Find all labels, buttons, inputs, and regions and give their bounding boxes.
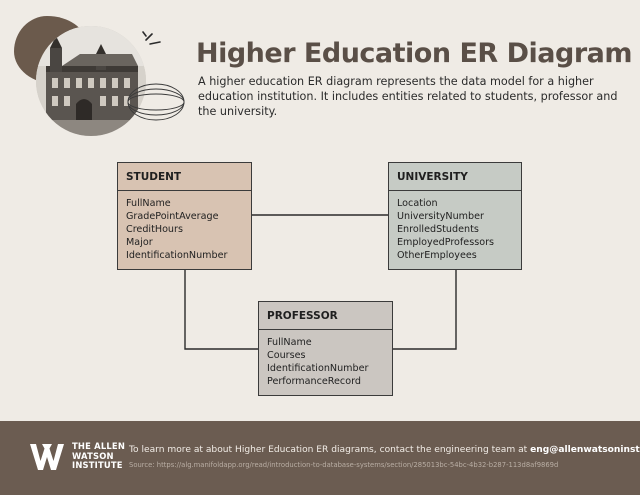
ring-lines-decoration — [127, 83, 185, 121]
contact-text: To learn more at about Higher Education … — [129, 445, 531, 455]
entity-student-name: STUDENT — [118, 163, 251, 191]
student-attribute: CreditHours — [126, 224, 183, 235]
student-attribute: Major — [126, 237, 153, 248]
university-attribute: OtherEmployees — [397, 250, 477, 261]
relationship-professor-university — [393, 270, 457, 350]
contact-email-link[interactable]: eng@allenwatsoninst.org — [530, 445, 640, 455]
page-description: A higher education ER diagram represents… — [198, 75, 618, 118]
entity-student: STUDENT FullName GradePointAverage Credi… — [117, 162, 252, 270]
professor-attribute: Courses — [267, 350, 306, 361]
university-attribute: UniversityNumber — [397, 211, 484, 222]
footer: THE ALLEN WATSON INSTITUTE To learn more… — [0, 421, 640, 495]
entity-professor-name: PROFESSOR — [259, 302, 392, 330]
professor-attribute: PerformanceRecord — [267, 376, 361, 387]
logo-text: THE ALLEN WATSON INSTITUTE — [72, 441, 126, 471]
student-attribute: FullName — [126, 198, 171, 209]
entity-university: UNIVERSITY Location UniversityNumber Enr… — [388, 162, 522, 270]
university-attribute: Location — [397, 198, 438, 209]
logo-line: WATSON — [72, 450, 114, 461]
relationship-student-professor — [184, 270, 258, 350]
logo-line: THE ALLEN — [72, 441, 126, 451]
footer-contact-text: To learn more at about Higher Education … — [129, 445, 640, 455]
allen-watson-logo-mark — [30, 444, 64, 470]
university-attribute: EnrolledStudents — [397, 224, 479, 235]
page-title: Higher Education ER Diagram — [196, 38, 633, 69]
student-attribute: IdentificationNumber — [126, 250, 228, 261]
professor-attribute: IdentificationNumber — [267, 363, 369, 374]
source-link[interactable]: Source: https://alg.manifoldapp.org/read… — [129, 461, 559, 469]
university-attribute: EmployedProfessors — [397, 237, 495, 248]
logo-line: INSTITUTE — [72, 460, 123, 471]
student-attribute: GradePointAverage — [126, 211, 219, 222]
entity-professor: PROFESSOR FullName Courses Identificatio… — [258, 301, 393, 396]
spark-lines-icon — [142, 31, 161, 45]
entity-university-name: UNIVERSITY — [389, 163, 521, 191]
professor-attribute: FullName — [267, 337, 312, 348]
